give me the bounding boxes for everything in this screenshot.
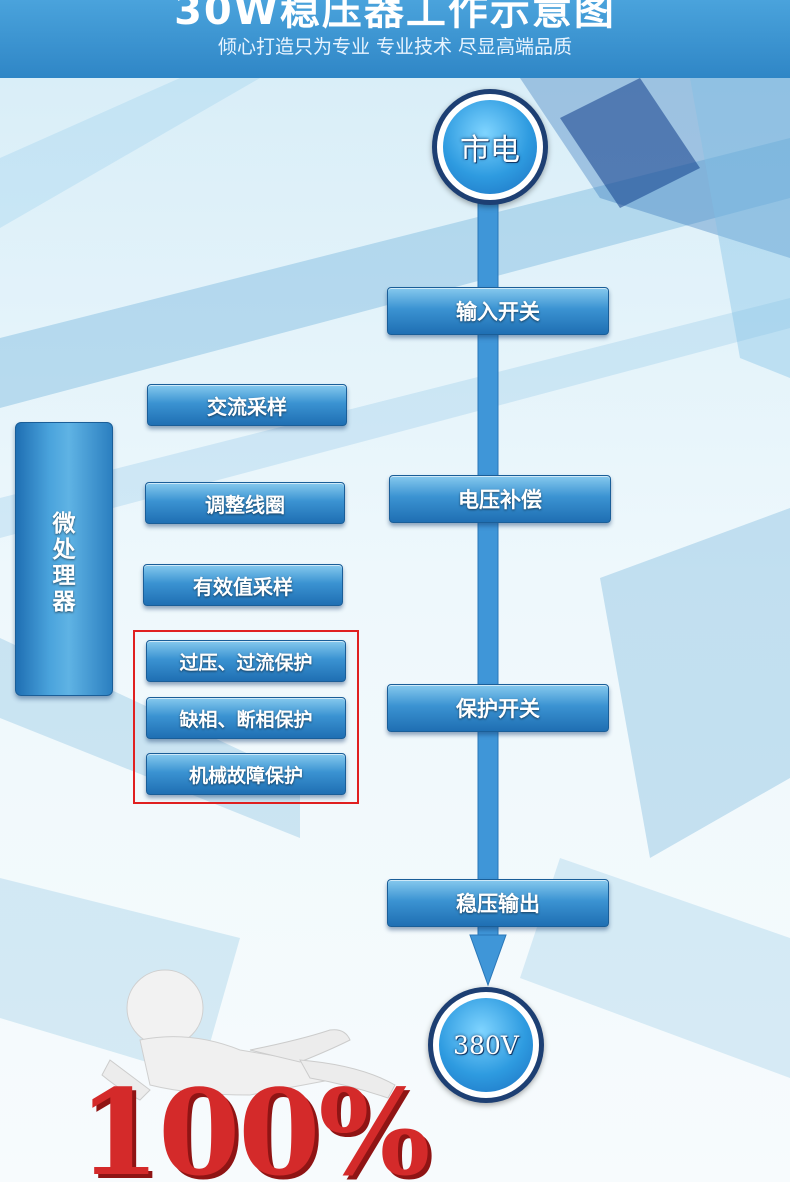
stabilized-output-block: 稳压输出 xyxy=(387,879,609,927)
percent-graphic: 100% xyxy=(78,1068,458,1182)
function-item-adjust-coil: 调整线圈 xyxy=(145,482,345,524)
output-voltage-label: 380V xyxy=(439,998,533,1092)
background-light-streaks xyxy=(0,78,790,1078)
protection-item-phase-loss: 缺相、断相保护 xyxy=(146,697,346,739)
figure-icon xyxy=(101,969,396,1101)
voltage-compensation-block: 电压补偿 xyxy=(389,475,611,523)
header-banner: 30W稳压器工作示意图 倾心打造只为专业 专业技术 尽显高端品质 xyxy=(0,0,790,78)
header-subtitle: 倾心打造只为专业 专业技术 尽显高端品质 xyxy=(217,36,573,58)
microprocessor-block: 微处理器 xyxy=(15,422,113,696)
protection-highlight-frame xyxy=(133,630,359,804)
protection-item-mechanical-fault: 机械故障保护 xyxy=(146,753,346,795)
mains-power-node: 市电 xyxy=(432,89,548,205)
function-item-ac-sampling: 交流采样 xyxy=(147,384,347,426)
microprocessor-label: 微处理器 xyxy=(52,511,76,615)
protection-item-overvoltage: 过压、过流保护 xyxy=(146,640,346,682)
protection-switch-block: 保护开关 xyxy=(387,684,609,732)
output-voltage-node: 380V xyxy=(428,987,544,1103)
flow-arrow-head xyxy=(469,934,507,987)
function-item-rms-sampling: 有效值采样 xyxy=(143,564,343,606)
input-switch-block: 输入开关 xyxy=(387,287,609,335)
mains-power-label: 市电 xyxy=(443,100,537,194)
header-title: 30W稳压器工作示意图 xyxy=(174,0,616,34)
percent-text: 100% xyxy=(78,1068,430,1182)
